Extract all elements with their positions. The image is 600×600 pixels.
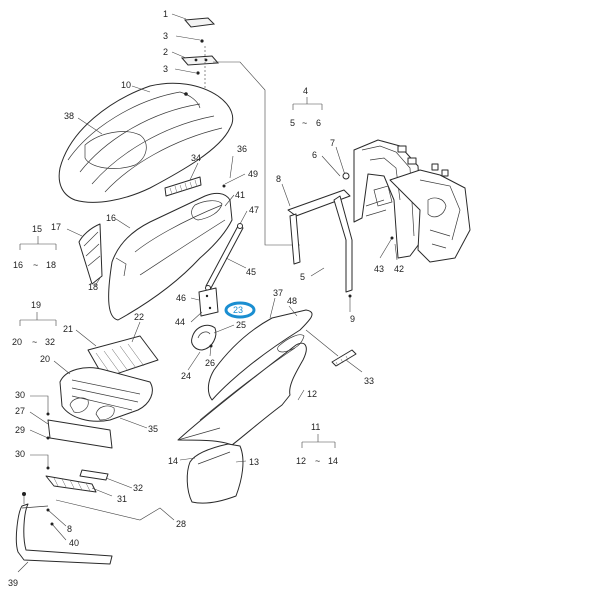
callout-5: 5 [300,272,305,282]
callout-33: 33 [364,376,374,386]
callout-47: 47 [249,205,259,215]
grille-part-34 [164,176,202,197]
callout-6: 6 [312,150,317,160]
callout-8-lower: 8 [67,524,72,534]
group-4-from: 5 [290,118,295,128]
callout-12: 12 [307,389,317,399]
group-15-to: 18 [46,260,56,270]
callout-8-upper: 8 [276,174,281,184]
group-15: 15 16 ~ 18 [13,224,57,270]
frame-structure [353,139,471,263]
callout-23: 23 [233,305,243,315]
badge-part-1 [183,17,216,28]
callout-3-lower: 3 [163,64,168,74]
group-4-to: 6 [316,118,321,128]
callout-9: 9 [350,314,355,324]
callout-21: 21 [63,324,73,334]
side-panel-part-16 [108,192,233,321]
callout-24: 24 [181,371,191,381]
group-19-from: 20 [12,337,22,347]
callout-25: 25 [236,320,246,330]
group-4: 4 5 ~ 6 [290,86,323,128]
callout-41: 41 [235,190,245,200]
callout-17: 17 [51,222,61,232]
callout-13: 13 [249,457,259,467]
group-11-number: 11 [311,422,320,432]
group-15-sep: ~ [33,260,38,270]
group-19-number: 19 [31,300,41,310]
callout-16: 16 [106,213,116,223]
group-19-sep: ~ [32,337,37,347]
group-11-sep: ~ [315,456,320,466]
callout-2: 2 [163,47,168,57]
group-11-from: 12 [296,456,306,466]
group-19-to: 32 [45,337,55,347]
group-4-number: 4 [303,86,308,96]
callout-42: 42 [394,264,404,274]
strip-part-32 [79,469,109,481]
callout-39: 39 [8,578,18,588]
grille-part-33 [331,349,357,367]
callout-38: 38 [64,111,74,121]
gas-strut-part-45 [205,223,244,291]
seal-part-17 [78,223,103,285]
group-15-number: 15 [32,224,42,234]
callout-44: 44 [175,317,185,327]
lamp-part-25 [191,324,217,351]
group-15-from: 16 [13,260,23,270]
callout-1: 1 [163,9,168,19]
callout-30-lower: 30 [15,449,25,459]
callout-49: 49 [248,169,258,179]
group-19: 19 20 ~ 32 [12,300,57,347]
lower-panel-part-13 [186,443,244,504]
callout-27: 27 [15,406,25,416]
callout-43: 43 [374,264,384,274]
callout-37: 37 [273,288,283,298]
callout-20: 20 [40,354,50,364]
bracket-part-44 [198,287,219,317]
callout-46: 46 [176,293,186,303]
callout-32: 32 [133,483,143,493]
group-11: 11 12 ~ 14 [296,422,338,466]
callout-18: 18 [88,282,98,292]
panel-part-27 [47,419,113,449]
callout-35: 35 [148,424,158,434]
highlight-callout-23[interactable]: 23 [224,301,256,319]
hood-part-10 [58,82,234,203]
callout-7: 7 [330,138,335,148]
callout-28: 28 [176,519,186,529]
callout-10: 10 [121,80,131,90]
frame-part-5 [287,189,353,293]
mesh-part-31 [45,475,97,493]
hinge-part-2 [180,55,220,66]
callout-29: 29 [15,425,25,435]
callout-22: 22 [134,312,144,322]
callout-34: 34 [191,153,201,163]
front-grille-part-20 [59,367,153,422]
group-4-sep: ~ [302,118,307,128]
callout-26: 26 [205,358,215,368]
group-11-to: 14 [328,456,338,466]
bumper-part-39 [15,503,113,565]
callout-30-upper: 30 [15,390,25,400]
callout-31: 31 [117,494,127,504]
callout-48: 48 [287,296,297,306]
callout-14: 14 [168,456,178,466]
callout-3-top: 3 [163,31,168,41]
callout-36: 36 [237,144,247,154]
callout-45: 45 [246,267,256,277]
callout-40: 40 [69,538,79,548]
